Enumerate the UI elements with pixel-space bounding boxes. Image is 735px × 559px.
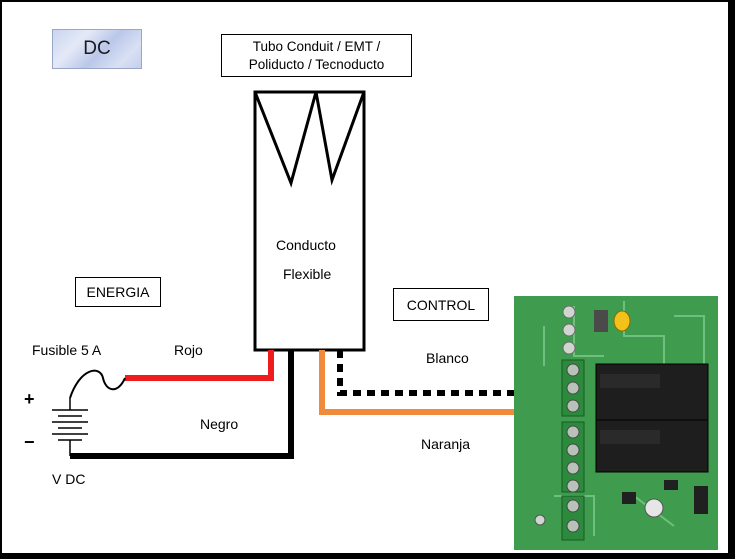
conduit-label: Tubo Conduit / EMT / Poliducto / Tecnodu… bbox=[221, 34, 412, 77]
battery-icon bbox=[52, 409, 88, 456]
red-wire-label: Rojo bbox=[174, 342, 203, 358]
fuse-icon bbox=[69, 369, 126, 399]
black-wire bbox=[70, 350, 294, 459]
white-wire-label: Blanco bbox=[426, 350, 469, 366]
control-label: CONTROL bbox=[393, 288, 489, 321]
flexible-label-line2: Flexible bbox=[283, 266, 332, 282]
energia-label: ENERGIA bbox=[75, 277, 161, 307]
conduit-zigzag bbox=[253, 91, 366, 188]
flexible-conduit bbox=[253, 90, 366, 352]
dc-label: DC bbox=[52, 29, 142, 69]
positive-terminal-label: + bbox=[24, 389, 35, 409]
relay-board bbox=[514, 296, 718, 550]
black-wire-label: Negro bbox=[200, 416, 239, 432]
red-wire bbox=[125, 350, 274, 381]
fuse-label: Fusible 5 A bbox=[32, 342, 102, 358]
vdc-label: V DC bbox=[52, 471, 86, 487]
orange-wire bbox=[319, 350, 570, 415]
white-wire bbox=[337, 350, 568, 396]
negative-terminal-label: − bbox=[24, 432, 35, 452]
flexible-label-line1: Conducto bbox=[276, 237, 336, 253]
orange-wire-label: Naranja bbox=[421, 436, 471, 452]
